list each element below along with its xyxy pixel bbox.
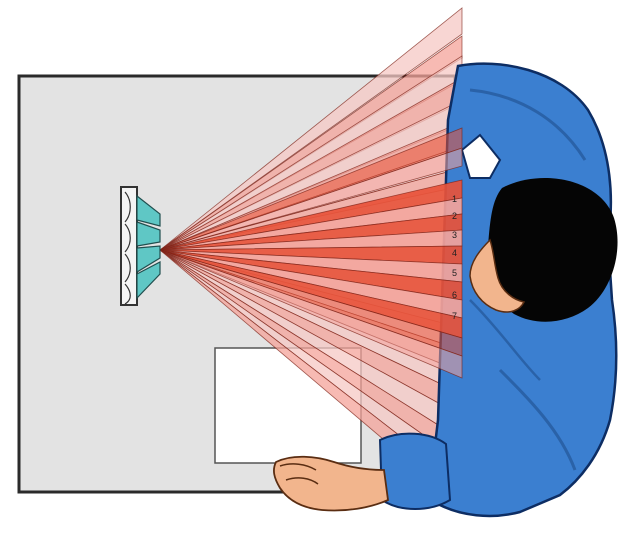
zone-label-5: 5	[452, 268, 457, 278]
zone-label-6: 6	[452, 290, 457, 300]
zone-label-4: 4	[452, 248, 457, 258]
zone-label-3: 3	[452, 230, 457, 240]
zone-label-1: 1	[452, 194, 457, 204]
zone-label-7: 7	[452, 311, 457, 321]
zone-label-2: 2	[452, 211, 457, 221]
operator-sleeve	[380, 434, 450, 509]
